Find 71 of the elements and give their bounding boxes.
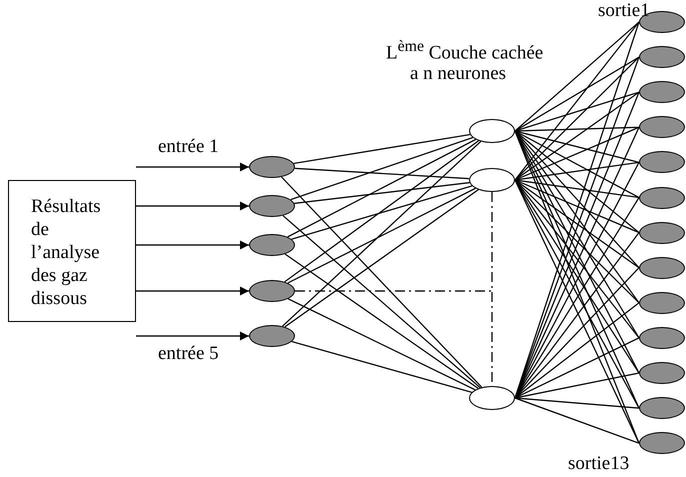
connection-line [282,141,482,327]
connection-line [281,176,482,388]
connection-line [291,185,472,240]
connection-line [514,22,640,180]
connection-line [284,140,479,282]
connection-line [284,189,479,328]
arrow [136,240,249,250]
connection-line [514,180,640,268]
input-neuron [249,156,295,178]
connection-line [514,337,640,399]
connection-line [514,267,640,398]
output-neuron [639,432,685,454]
connection-line [514,92,640,132]
output-neuron [639,397,685,420]
connection-line [514,179,640,234]
connection-line [292,341,472,393]
connection-line [514,302,640,398]
connection-line [514,162,640,181]
output-neuron [639,362,685,384]
arrow [136,202,249,210]
text-label: sortie13 [568,453,630,475]
text-label: entrée 1 [158,136,219,158]
connection-line [514,92,640,180]
output-neuron [639,186,685,208]
arrow [136,162,249,172]
output-neuron [639,326,685,349]
connection-line [284,254,479,389]
connection-line [514,126,640,132]
dash-dot-line [295,290,492,292]
connection-line [514,130,640,268]
text-label: L$^{ème}$ Couche cachée [386,37,544,64]
connection-line [514,56,640,180]
connection-line [288,188,476,284]
connection-line [514,372,640,399]
output-neuron [639,222,685,244]
connection-line [514,179,640,198]
arrow [136,332,249,340]
input-box: Résultats de l’analyse des gaz dissous [8,180,136,322]
connection-line [514,397,640,444]
connection-line [290,137,473,200]
arrow [136,286,249,296]
output-neuron [639,256,685,279]
connection-line [514,126,640,181]
output-neuron [639,81,685,104]
hidden-neuron [469,119,515,143]
output-neuron [639,116,685,138]
text-label: a n neurones [410,63,506,85]
output-neuron [639,292,685,314]
connection-line [514,130,640,163]
hidden-neuron [469,386,515,410]
connection-line [514,397,640,409]
connection-line [294,134,470,164]
output-neuron [639,151,685,174]
text-label: sortie1 [598,0,650,22]
connection-line [288,298,476,390]
input-neuron [249,325,295,347]
connection-line [514,130,640,198]
connection-line [514,130,640,234]
connection-line [514,180,640,304]
connection-line [514,22,640,132]
output-neuron [639,46,685,68]
connection-line [514,56,640,132]
input-neuron [249,195,295,217]
connection-line [294,168,470,180]
text-label: entrée 5 [158,343,219,365]
connection-line [282,215,481,388]
hidden-neuron [469,168,515,192]
input-neuron [249,280,295,302]
input-neuron [249,234,295,256]
connection-line [287,138,476,238]
connection-line [294,182,470,204]
